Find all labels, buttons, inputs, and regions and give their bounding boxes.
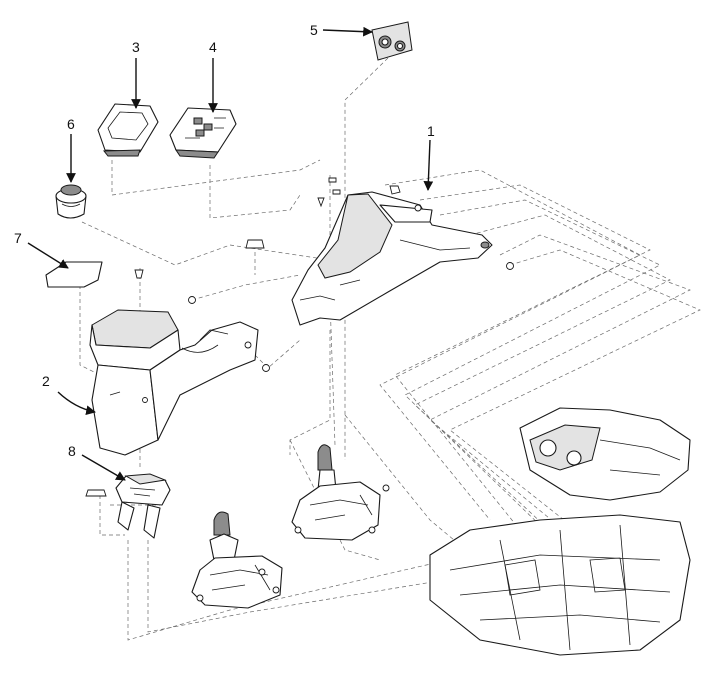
front-console-panel-icon [291,191,493,326]
callout-labels: 1 2 3 4 5 6 7 8 [14,22,435,459]
callout-3: 3 [132,39,140,55]
assembly-leader-lines [79,57,701,641]
console-mat-icon [45,261,103,288]
automatic-shift-lever-assembly-icon [291,444,390,541]
bracket-module-icon [115,473,171,539]
callout-5: 5 [310,22,318,38]
automatic-shift-indicator-bezel-icon [169,107,237,159]
callout-arrows [27,26,434,481]
vehicle-floor-and-dashboard-icon [429,407,691,656]
callout-7: 7 [14,230,22,246]
callout-1: 1 [427,123,435,139]
callout-4: 4 [209,39,217,55]
rear-console-armrest-icon [89,309,259,456]
aux-usb-jack-panel-icon [371,21,413,61]
manual-shift-bezel-icon [97,103,159,157]
cup-holder-icon [55,184,87,219]
callout-2: 2 [42,373,50,389]
fastener-set-icon [85,177,514,497]
manual-shift-lever-assembly-icon [191,511,283,609]
callout-8: 8 [68,443,76,459]
callout-6: 6 [67,116,75,132]
